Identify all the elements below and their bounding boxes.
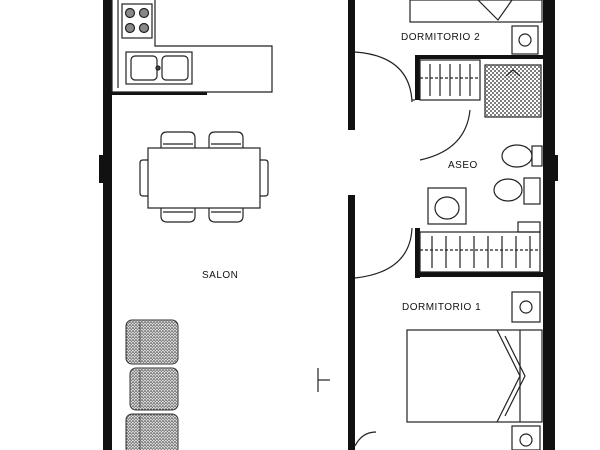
- bed-1: [406, 329, 543, 423]
- left-wall: [103, 0, 112, 450]
- bathroom: [419, 59, 543, 273]
- bathroom-bottom-wall: [415, 272, 545, 277]
- kitchen-bottom-wall: [112, 92, 207, 95]
- left-wall-pilaster: [99, 155, 104, 183]
- right-wall-pilaster: [553, 155, 558, 181]
- room-label-dormitorio-1: DORMITORIO 1: [402, 302, 482, 313]
- nightstand-2: [511, 25, 539, 55]
- kitchen-counter: [111, 0, 273, 93]
- door-lower: [354, 431, 377, 447]
- sofa: [125, 319, 179, 450]
- stove: [121, 3, 153, 39]
- chair-top-left: [160, 131, 196, 148]
- bathroom-wall-left-upper: [415, 55, 420, 100]
- bed-2: [409, 0, 543, 23]
- doors: [317, 51, 471, 447]
- walls: [99, 0, 558, 450]
- nightstand-1-top: [511, 291, 541, 323]
- chair-bottom-left: [160, 208, 196, 223]
- shower: [484, 64, 542, 118]
- door-dormitorio-2: [354, 51, 413, 103]
- center-wall-upper: [348, 0, 355, 130]
- wardrobe-top: [419, 59, 481, 101]
- wardrobe-bottom: [419, 231, 541, 273]
- bathroom-top-wall: [415, 55, 545, 59]
- room-label-salon: SALON: [202, 270, 239, 281]
- chair-top-right: [208, 131, 244, 148]
- kitchen-sink: [125, 51, 193, 85]
- bedroom-1-furniture: [406, 291, 543, 450]
- bidet: [501, 144, 533, 168]
- chair-left: [139, 159, 148, 197]
- toilet: [493, 178, 523, 202]
- chair-bottom-right: [208, 208, 244, 223]
- bathroom-wall-left-lower: [415, 228, 420, 278]
- center-wall-lower: [348, 195, 355, 450]
- nightstand-1-bottom: [511, 425, 541, 450]
- door-aseo: [419, 109, 471, 161]
- room-label-dormitorio-2: DORMITORIO 2: [401, 32, 481, 43]
- dining-table: [139, 131, 269, 223]
- chair-right: [260, 159, 269, 197]
- room-label-aseo: ASEO: [448, 160, 478, 171]
- right-wall: [543, 0, 555, 450]
- bedroom-2-furniture: [409, 0, 543, 55]
- door-dormitorio-1: [354, 227, 413, 279]
- washbasin: [427, 187, 467, 225]
